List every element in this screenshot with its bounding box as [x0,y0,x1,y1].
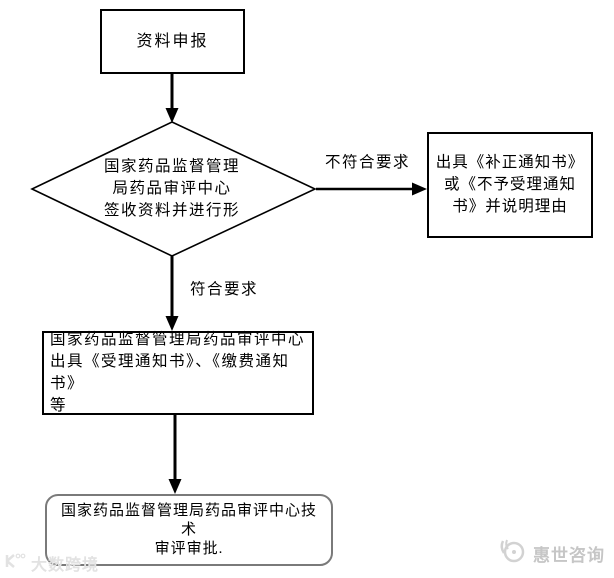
review-line-2: 术 [180,521,197,538]
reject-line-2: 或《不予受理通知 [443,176,576,193]
decision-line-3: 签收资料并进行形 [103,202,240,219]
accept-line-1: 国家药品监督管理局药品审评中心 [50,331,306,348]
watermark-bottom-left: 大数跨境 [4,551,99,575]
reject-line-3: 书》并说明理由 [452,198,568,215]
accept-line-3: 等 [50,397,68,414]
arrow-decision-to-accept [165,256,179,331]
edge-label-meet-requirements: 符合要求 [190,281,259,298]
accept-line-2: 出具《受理通知书》、《缴费通知书》 [50,353,290,392]
watermark-bottom-right-text: 惠世咨询 [533,546,605,565]
reject-line-1: 出具《补正通知书》 [435,154,585,171]
decision-line-1: 国家药品监督管理 [103,158,240,175]
decision-line-2: 局药品审评中心 [112,180,232,197]
review-line-1: 国家药品监督管理局药品审评中心技 [60,502,317,519]
huishi-logo-icon [497,537,527,570]
arrow-start-to-decision [165,74,179,123]
node-material-declaration-label: 资料申报 [136,32,209,50]
arrow-decision-to-reject [316,182,427,196]
review-line-3: 审评审批. [154,540,224,557]
node-correction-or-rejection-notice: 出具《补正通知书》 或《不予受理通知 书》并说明理由 [427,132,593,238]
node-material-declaration: 资料申报 [100,9,245,74]
node-technical-review-approval: 国家药品监督管理局药品审评中心技 术 审评审批. [45,494,333,566]
node-formal-check-decision: 国家药品监督管理 局药品审评中心 签收资料并进行形 [52,156,292,222]
edge-label-not-meet-requirements: 不符合要求 [325,154,411,171]
dashuju-logo-icon [4,552,28,575]
watermark-bottom-right: 惠世咨询 [497,537,605,570]
watermark-bottom-left-text: 大数跨境 [31,557,100,574]
node-acceptance-payment-notice: 国家药品监督管理局药品审评中心 出具《受理通知书》、《缴费通知书》 等 [42,331,314,415]
arrow-accept-to-review [168,415,182,494]
